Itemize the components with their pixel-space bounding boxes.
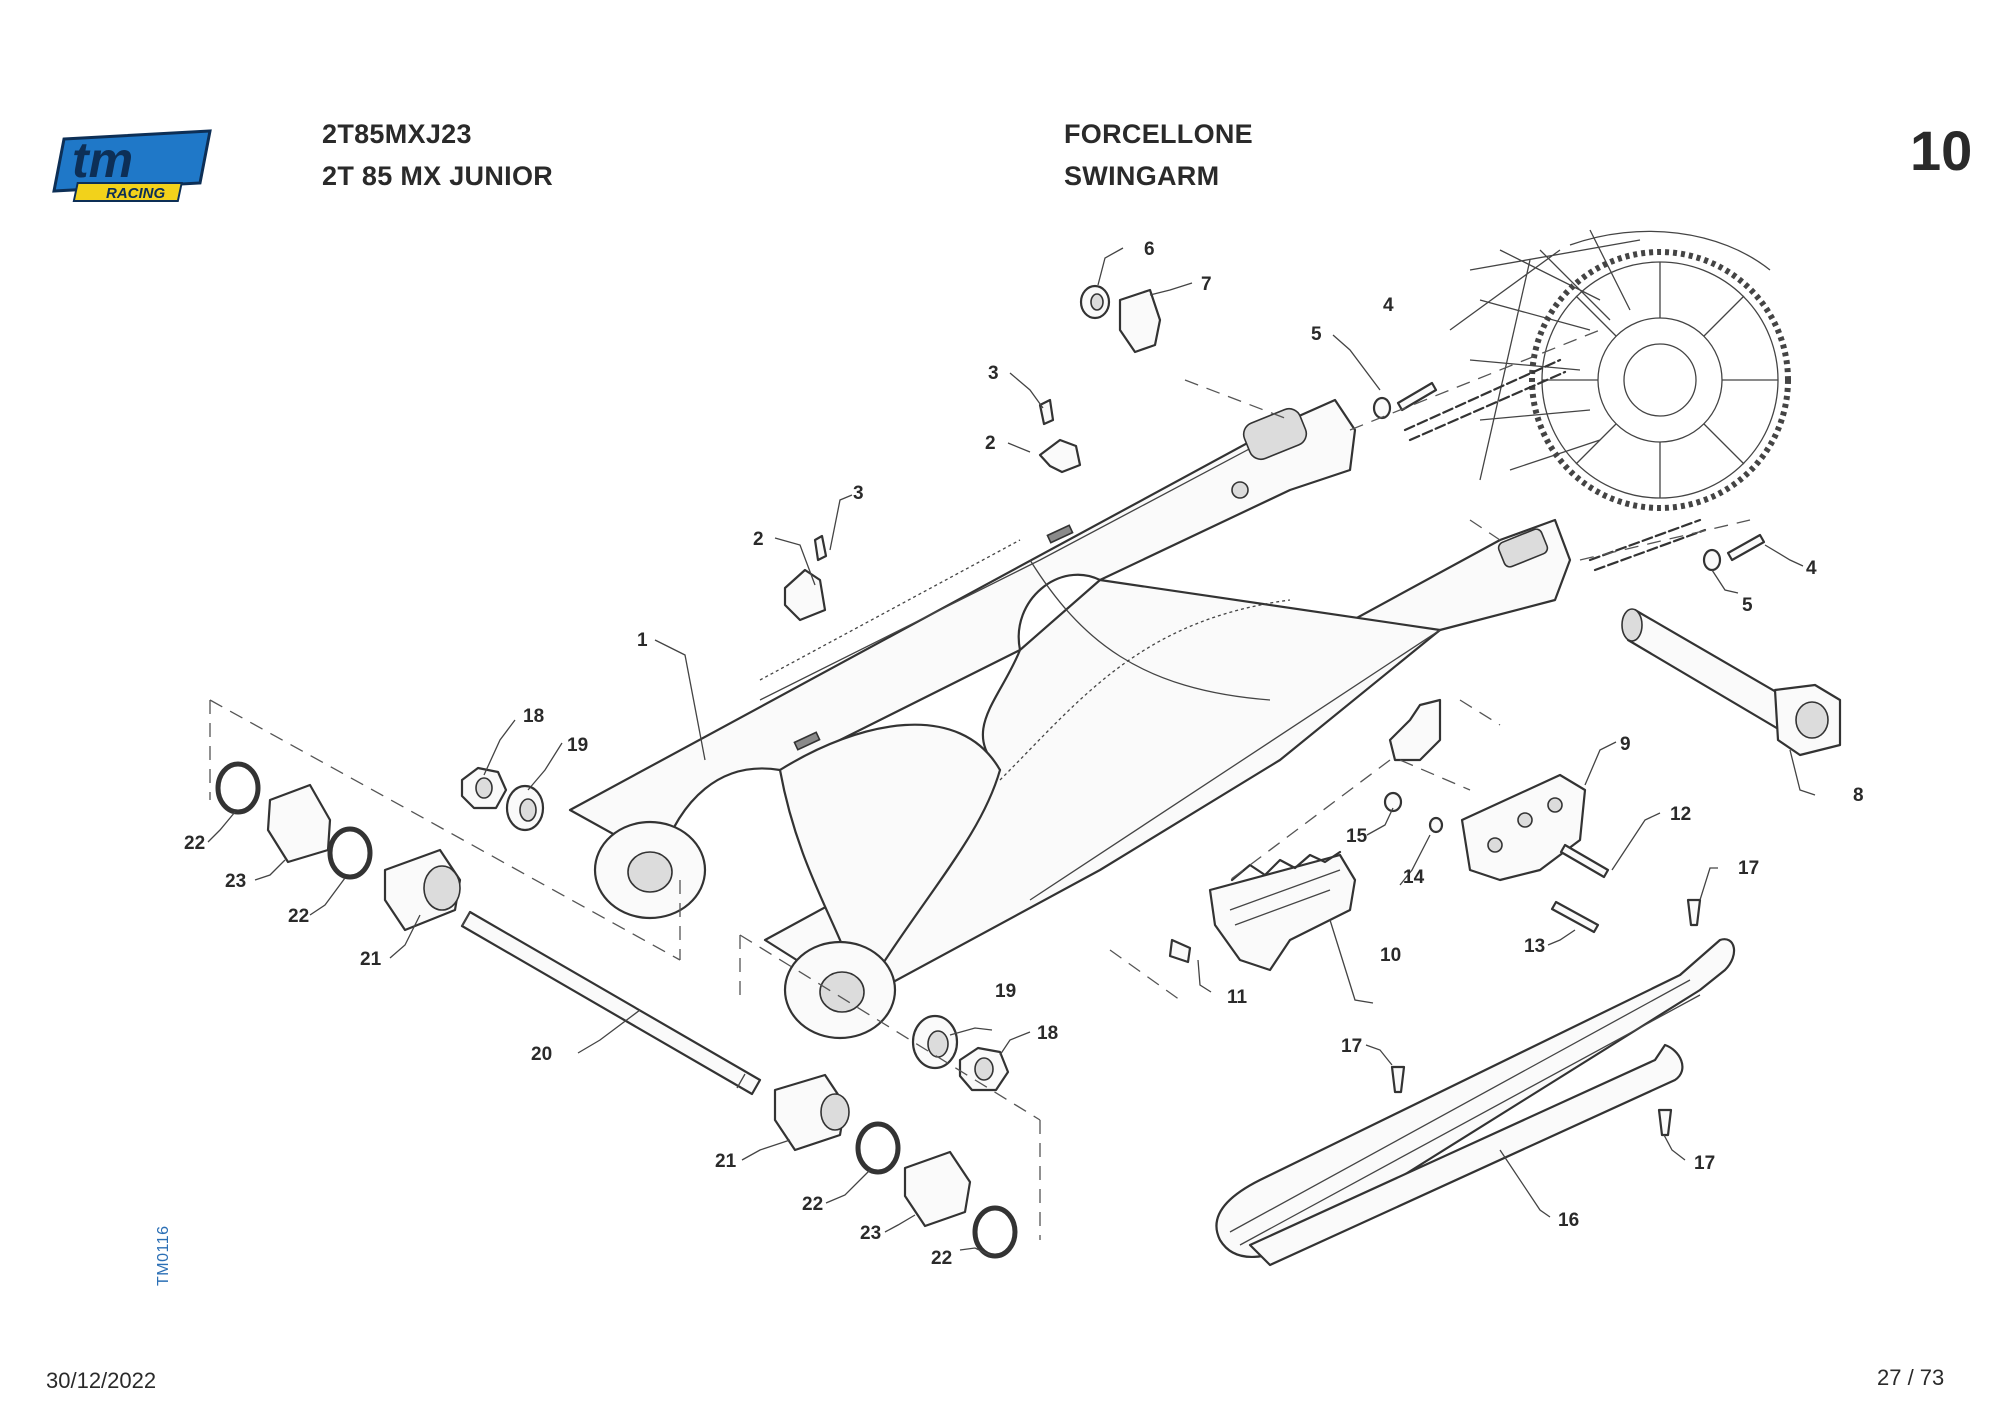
chain-guide-slider — [1208, 850, 1357, 972]
assembly-lines — [209, 329, 1751, 1240]
callout-22b: 22 — [288, 906, 309, 927]
model-code: 2T85MXJ23 — [322, 119, 472, 149]
rear-wheel-sprocket — [1449, 229, 1791, 511]
callout-23b: 23 — [860, 1223, 881, 1244]
drawing-code: TM0116 — [155, 1225, 172, 1286]
callout-17a: 17 — [1738, 858, 1759, 879]
callout-21b: 21 — [715, 1151, 737, 1172]
callout-20: 20 — [531, 1044, 552, 1065]
callout-5b: 5 — [1742, 595, 1753, 616]
callout-19b: 19 — [995, 981, 1016, 1002]
chain-adjuster-hardware — [1079, 284, 1766, 572]
callout-3a: 3 — [988, 363, 999, 384]
page-indicator: 27 / 73 — [1877, 1365, 1945, 1390]
callout-22c: 22 — [802, 1194, 823, 1215]
guide-screws — [1168, 791, 1702, 1137]
callout-2a: 2 — [753, 529, 764, 550]
callout-18a: 18 — [523, 706, 544, 727]
callout-4b: 4 — [1806, 558, 1817, 579]
callout-7: 7 — [1201, 274, 1212, 295]
tm-racing-logo: tm RACING — [52, 129, 212, 202]
pivot-bearings-left — [215, 761, 462, 932]
callout-22d: 22 — [931, 1248, 952, 1269]
callout-1: 1 — [637, 630, 648, 651]
callout-22a: 22 — [184, 833, 205, 854]
leader-lines — [207, 247, 1816, 1256]
pivot-shaft — [460, 910, 762, 1096]
callout-10: 10 — [1380, 945, 1401, 966]
callout-3b: 3 — [853, 483, 864, 504]
callout-17b: 17 — [1341, 1036, 1362, 1057]
pivot-nut-left — [460, 766, 545, 832]
callout-6: 6 — [1144, 239, 1155, 260]
callout-15: 15 — [1346, 826, 1368, 847]
print-date: 30/12/2022 — [46, 1368, 157, 1393]
callout-4a: 4 — [1383, 295, 1394, 316]
callout-16: 16 — [1558, 1210, 1579, 1231]
table-number: 10 — [1910, 119, 1973, 182]
callout-8: 8 — [1853, 785, 1864, 806]
chain-guide-bracket — [1388, 698, 1587, 882]
rear-axle — [1621, 608, 1842, 757]
callout-21a: 21 — [360, 949, 382, 970]
callout-17c: 17 — [1694, 1153, 1715, 1174]
callout-18b: 18 — [1037, 1023, 1058, 1044]
logo-subtext: RACING — [106, 185, 165, 202]
brake-hose-clamps — [783, 398, 1082, 622]
pivot-nut-right — [911, 1014, 1010, 1092]
callout-13: 13 — [1524, 936, 1545, 957]
pivot-bearings-right — [773, 1073, 1018, 1259]
callout-5a: 5 — [1311, 324, 1322, 345]
callout-14: 14 — [1403, 867, 1425, 888]
chain-slider — [1215, 938, 1736, 1267]
model-name: 2T 85 MX JUNIOR — [322, 161, 554, 191]
group-title-it: FORCELLONE — [1064, 119, 1253, 149]
callout-9: 9 — [1620, 734, 1631, 755]
group-title-en: SWINGARM — [1064, 161, 1220, 191]
callout-11: 11 — [1227, 987, 1248, 1008]
callout-19a: 19 — [567, 735, 588, 756]
callout-23a: 23 — [225, 871, 246, 892]
callout-2b: 2 — [985, 433, 996, 454]
logo-wordmark: tm — [72, 132, 133, 188]
swingarm — [568, 398, 1572, 1040]
callout-12: 12 — [1670, 804, 1691, 825]
